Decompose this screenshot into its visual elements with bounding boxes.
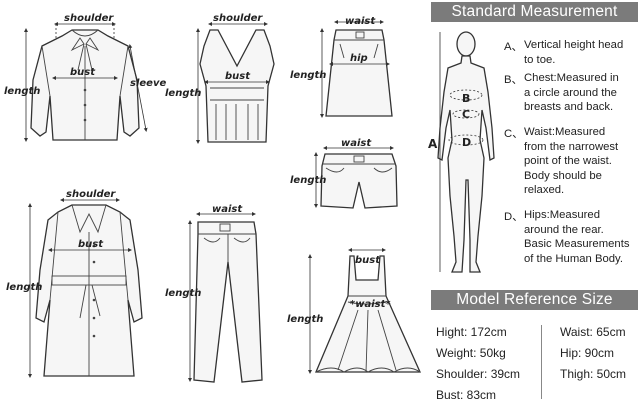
standard-measurement-title: Standard Measurement [431, 2, 638, 22]
label-length-coat: length [6, 282, 42, 293]
sm-text-c: Waist:Measured from the narrowest point … [524, 126, 619, 196]
marker-c: C [462, 108, 470, 121]
model-waist: Waist: 65cm [560, 325, 626, 339]
dress-diagram: bust *waist* length [287, 248, 422, 374]
label-shoulder-blouse: shoulder [64, 13, 114, 24]
label-bust-dress: bust [355, 255, 381, 266]
label-length-trousers: length [165, 288, 201, 299]
model-shoulder: Shoulder: 39cm [436, 367, 521, 381]
shorts-diagram: waist length [290, 138, 398, 209]
sm-marker-b: B、 [504, 74, 523, 86]
marker-b: B [462, 92, 470, 105]
sm-text-d: Hips:Measured around the rear. Basic Mea… [524, 209, 630, 265]
skirt-diagram: waist hip length [290, 16, 393, 118]
model-reference-title: Model Reference Size [431, 290, 638, 310]
label-bust-blouse: bust [70, 67, 96, 78]
sm-marker-d: D、 [504, 211, 524, 223]
label-shoulder-top: shoulder [213, 13, 263, 24]
model-bust: Bust: 83cm [436, 388, 497, 402]
label-waist-skirt: waist [345, 16, 376, 27]
sm-marker-a: A、 [504, 41, 523, 53]
sm-marker-c: C、 [504, 128, 524, 140]
model-weight: Weight: 50kg [436, 346, 506, 360]
label-length-skirt: length [290, 70, 326, 81]
marker-d: D [462, 136, 471, 149]
trousers-diagram: waist length [165, 204, 263, 383]
label-waist-trousers: waist [212, 204, 243, 215]
label-shoulder-coat: shoulder [66, 189, 116, 200]
label-hip-skirt: hip [350, 53, 368, 64]
label-bust-top: bust [225, 71, 251, 82]
model-divider [541, 325, 542, 399]
model-thigh: Thigh: 50cm [560, 367, 627, 381]
marker-a: A [428, 137, 438, 151]
model-height: Hight: 172cm [436, 325, 507, 339]
label-length-blouse: length [4, 86, 40, 97]
body-figure: A B C D [428, 31, 495, 273]
tank-top-diagram: shoulder bust length [165, 13, 275, 144]
sm-text-b: Chest:Measured in a circle around the br… [524, 72, 619, 113]
label-length-top: length [165, 88, 201, 99]
label-length-shorts: length [290, 175, 326, 186]
label-sleeve: sleeve [130, 78, 166, 89]
sm-text-a: Vertical height head to toe. [524, 39, 624, 66]
blouse-diagram: shoulder bust length sleeve [4, 13, 166, 142]
coat-diagram: shoulder bust length [6, 189, 143, 378]
label-bust-coat: bust [78, 239, 104, 250]
label-waist-dress: *waist* [350, 299, 391, 310]
model-hip: Hip: 90cm [560, 346, 615, 360]
label-length-dress: length [287, 314, 323, 325]
label-waist-shorts: waist [341, 138, 372, 149]
